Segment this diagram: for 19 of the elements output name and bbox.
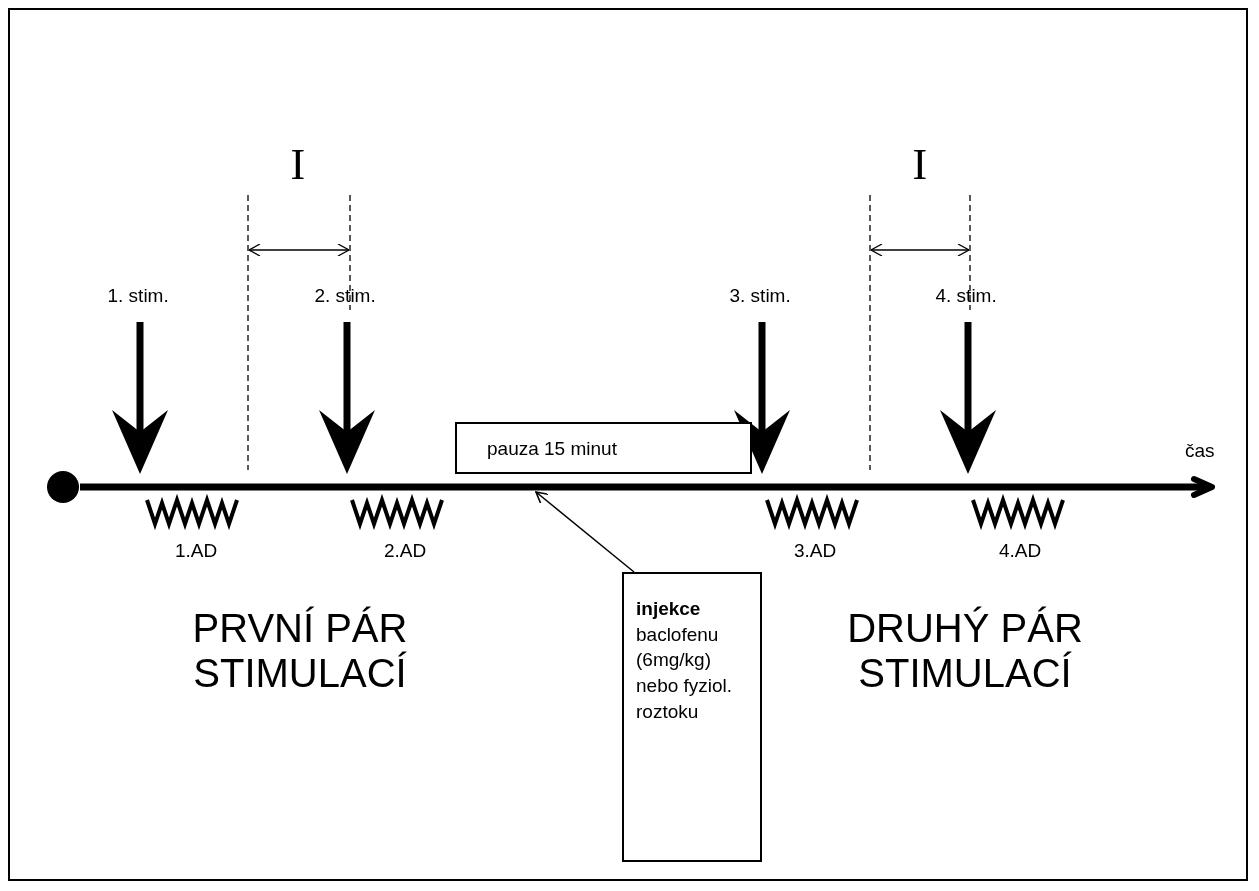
leader-line [535, 491, 635, 573]
note-box [622, 572, 762, 862]
phase-label: DRUHÝ PÁR STIMULACÍ [846, 606, 1084, 696]
stimulus-label: 1. stim. [107, 285, 169, 307]
stimulus-label: 4. stim. [935, 285, 997, 307]
dimension-label: I [912, 140, 928, 191]
note-text: pauza 15 minut [487, 437, 618, 461]
stimulus-label: 3. stim. [729, 285, 791, 307]
afterdischarge-label: 4.AD [999, 540, 1042, 562]
dimension-label: I [290, 140, 306, 191]
axis-label: čas [1185, 440, 1215, 462]
afterdischarge-label: 2.AD [384, 540, 427, 562]
afterdischarge-label: 3.AD [794, 540, 837, 562]
note-text: injekce baclofenu (6mg/kg) nebo fyziol. roztoku [636, 597, 734, 724]
stimulus-label: 2. stim. [314, 285, 376, 307]
afterdischarge-label: 1.AD [175, 540, 218, 562]
note-box [455, 422, 752, 474]
time-axis [80, 476, 1215, 498]
phase-label: PRVNÍ PÁR STIMULACÍ [191, 606, 409, 696]
